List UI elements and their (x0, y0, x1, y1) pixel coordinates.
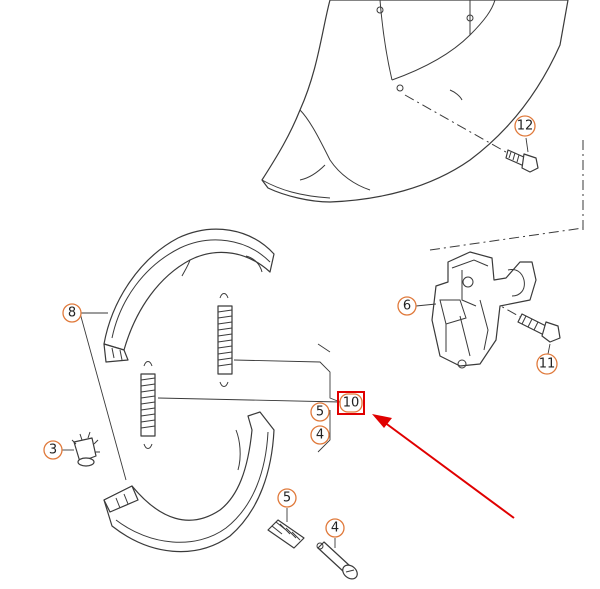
callout-5-bracket[interactable]: 5 (310, 402, 330, 422)
bolt-12-icon (505, 149, 539, 173)
backing-plate (261, 0, 569, 203)
callout-5-label: 5 (283, 491, 291, 506)
axis-line-bolt-12 (404, 94, 521, 161)
callout-5-bracket-label: 5 (316, 405, 324, 420)
callout-11-label: 11 (539, 357, 556, 372)
upper-brake-shoe-icon (103, 228, 275, 363)
callout-4-bracket[interactable]: 4 (310, 425, 330, 445)
leader-spring-lower (157, 397, 341, 403)
callout-12-label: 12 (517, 119, 534, 134)
leader-12 (525, 137, 529, 153)
red-pointer-arrow-icon (372, 414, 515, 519)
callout-4-label: 4 (331, 521, 339, 536)
callout-4-bracket-label: 4 (316, 428, 324, 443)
bracket-10 (317, 343, 331, 453)
pin-4-icon (316, 541, 358, 580)
actuator-6-icon (431, 251, 537, 369)
bolt-11-icon (517, 313, 561, 343)
spring-5-icon (267, 519, 305, 549)
callout-4[interactable]: 4 (325, 518, 345, 538)
callout-8-label: 8 (68, 306, 76, 321)
callout-6-label: 6 (403, 299, 411, 314)
leader-6 (415, 303, 437, 307)
callout-10[interactable]: 10 (337, 391, 365, 415)
callout-8[interactable]: 8 (62, 303, 82, 323)
callout-10-label: 10 (343, 396, 360, 411)
callout-5[interactable]: 5 (277, 488, 297, 508)
axis-line-cylinder (429, 227, 584, 251)
callout-12[interactable]: 12 (514, 115, 536, 137)
callout-3[interactable]: 3 (43, 440, 63, 460)
callout-6[interactable]: 6 (397, 296, 417, 316)
leader-8 (79, 312, 127, 481)
leader-11 (547, 343, 551, 355)
highlight-box (337, 391, 365, 415)
leader-spring-upper (233, 359, 341, 403)
callout-3-label: 3 (49, 443, 57, 458)
lower-spring-icon (140, 361, 156, 449)
callout-11[interactable]: 11 (536, 353, 558, 375)
lower-brake-shoe-icon (103, 411, 275, 553)
upper-spring-icon (217, 293, 233, 387)
adjuster-gear-3-icon (71, 431, 100, 467)
